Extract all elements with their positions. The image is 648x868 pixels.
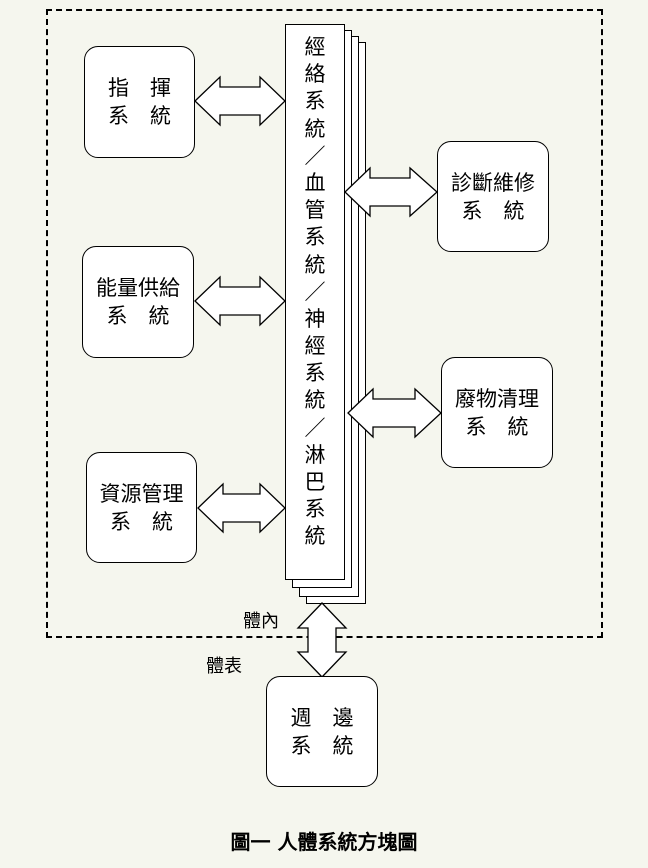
central-label-char: 統 <box>304 388 326 413</box>
peripheral-line1: 週 邊 <box>290 705 354 730</box>
command-system-block: 指 揮 系 統 <box>84 46 195 158</box>
central-label-char: 統 <box>304 524 326 549</box>
central-system-block <box>285 24 345 580</box>
arrow-diagnosis <box>344 166 438 218</box>
resource-management-line1: 資源管理 <box>99 481 184 506</box>
arrow-waste <box>347 387 442 439</box>
central-system-label: 經絡系統／血管系統／神經系統／淋巴系統 <box>285 24 345 580</box>
central-label-char: 巴 <box>304 470 326 494</box>
central-label-char: 經 <box>304 334 326 359</box>
figure-caption: 圖一 人體系統方塊圖 <box>230 830 418 854</box>
arrow-energy <box>194 275 286 327</box>
waste-removal-line2: 系 統 <box>465 414 529 439</box>
central-label-char: 管 <box>304 198 326 223</box>
diagnosis-repair-system-block: 診斷維修 系 統 <box>437 141 549 252</box>
central-label-char: 經 <box>304 35 326 59</box>
waste-removal-line1: 廢物清理 <box>455 386 539 411</box>
central-label-char: ／ <box>304 143 326 168</box>
central-label-char: 統 <box>304 116 326 141</box>
central-label-char: 系 <box>304 361 326 386</box>
central-label-char: ／ <box>304 279 326 304</box>
central-label-char: 絡 <box>304 62 326 87</box>
diagnosis-repair-line1: 診斷維修 <box>451 170 535 195</box>
waste-removal-system-block: 廢物清理 系 統 <box>441 357 553 468</box>
central-label-char: 系 <box>304 89 326 114</box>
arrow-command <box>194 75 286 127</box>
central-label-char: ／ <box>304 415 326 440</box>
label-inside-body: 體內 <box>243 611 279 632</box>
peripheral-system-block: 週 邊 系 統 <box>266 676 378 787</box>
energy-supply-line2: 系 統 <box>106 304 170 328</box>
energy-supply-line1: 能量供給 <box>96 276 180 300</box>
central-label-char: 系 <box>304 497 326 522</box>
central-label-char: 神 <box>304 306 326 331</box>
energy-supply-system-block: 能量供給 系 統 <box>82 246 194 358</box>
label-body-surface: 體表 <box>206 656 242 677</box>
central-label-char: 統 <box>304 252 326 277</box>
central-label-char: 淋 <box>304 442 326 467</box>
peripheral-line2: 系 統 <box>290 733 354 758</box>
arrow-peripheral <box>296 602 348 678</box>
resource-management-line2: 系 統 <box>110 509 173 534</box>
diagnosis-repair-line2: 系 統 <box>461 198 525 223</box>
command-system-line1: 指 揮 <box>108 76 171 100</box>
central-label-char: 系 <box>304 225 326 250</box>
command-system-line2: 系 統 <box>108 104 171 128</box>
resource-management-system-block: 資源管理 系 統 <box>86 452 197 563</box>
arrow-resource <box>197 482 286 534</box>
central-label-char: 血 <box>304 170 326 195</box>
